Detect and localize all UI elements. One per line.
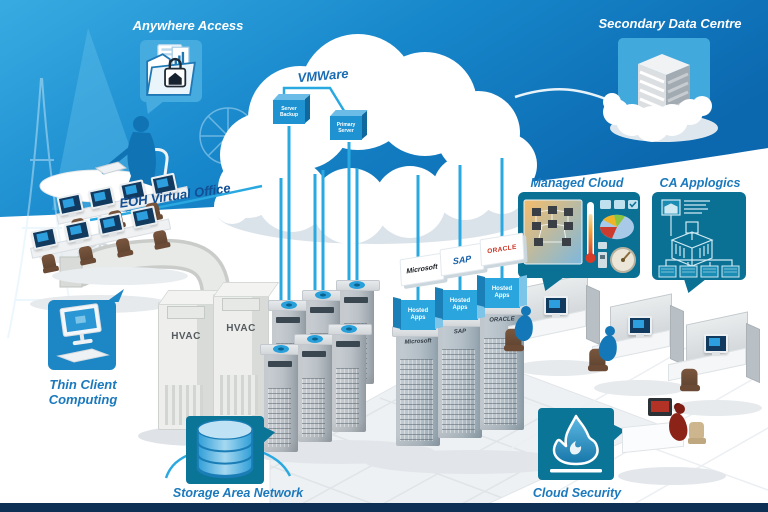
hosted-apps-label: Hosted Apps xyxy=(407,308,429,321)
anywhere-access-label: Anywhere Access xyxy=(132,18,244,33)
hosted-apps-box: Hosted Apps xyxy=(484,278,520,308)
folder-lock-icon xyxy=(146,44,196,96)
sap-rack-label: SAP xyxy=(453,328,467,336)
managed-cloud-panel xyxy=(518,192,640,278)
bottom-border-strip xyxy=(0,503,768,512)
thin-client-monitor-icon xyxy=(56,303,110,363)
desktop-monitor xyxy=(628,316,652,338)
secondary-data-centre-label: Secondary Data Centre xyxy=(598,16,742,31)
sap-logo: SAP xyxy=(452,253,472,266)
hvac-grille xyxy=(220,375,258,415)
pie-chart-icon xyxy=(600,214,634,240)
database-icon xyxy=(196,419,254,479)
anywhere-access-panel xyxy=(140,40,202,102)
rack-fan-icon xyxy=(315,291,331,299)
microsoft-rack-label: Microsoft xyxy=(404,338,432,346)
rack-fan-icon xyxy=(341,325,357,333)
office-worker xyxy=(596,326,622,364)
hvac-vent xyxy=(222,298,260,311)
ca-applogics-label: CA Applogics xyxy=(659,176,741,190)
hvac-unit: HVAC xyxy=(213,294,269,420)
firewall-flame-icon xyxy=(550,414,602,473)
rack-fan-icon xyxy=(349,281,365,289)
rack-fan-icon xyxy=(281,301,297,309)
hosted-apps-label: Hosted Apps xyxy=(491,286,513,299)
ca-applogics-panel xyxy=(652,192,746,280)
hvac-vent xyxy=(167,306,205,319)
primary-server-node: Primary Server xyxy=(330,116,362,140)
server-stack-diagram xyxy=(658,199,740,278)
oracle-logo: ORACLE xyxy=(487,243,517,256)
server-rack xyxy=(328,324,372,432)
managed-cloud-label: Managed Cloud xyxy=(530,176,624,190)
microsoft-logo: Microsoft xyxy=(406,263,438,276)
desktop-monitor xyxy=(544,296,568,318)
oracle-rack: ORACLE xyxy=(476,304,530,430)
hvac-unit: HVAC xyxy=(158,302,214,430)
sap-rack: SAP xyxy=(434,316,488,438)
cloud-security-label: Cloud Security xyxy=(532,486,622,500)
office-cubicle xyxy=(588,293,696,412)
office-cubicle xyxy=(668,311,768,430)
storage-area-network-label: Storage Area Network xyxy=(172,486,304,500)
office-chair xyxy=(680,368,700,402)
backup-server-node: Server Backup xyxy=(273,100,305,124)
hvac-label: HVAC xyxy=(171,331,201,342)
hacker-desk xyxy=(622,396,722,486)
hvac-label: HVAC xyxy=(226,323,256,334)
thin-client-label-line1: Thin Client xyxy=(49,377,117,392)
hosted-apps-box: Hosted Apps xyxy=(400,300,436,330)
rack-fan-icon xyxy=(307,335,323,343)
backup-server-label: Server Backup xyxy=(279,106,299,118)
thin-client-label-line2: Computing xyxy=(48,391,118,407)
thin-client-label: Thin Client Computing xyxy=(28,377,138,408)
desktop-monitor xyxy=(704,334,728,356)
office-worker xyxy=(512,306,538,344)
hacker-chair xyxy=(688,422,706,454)
hosted-apps-box: Hosted Apps xyxy=(442,290,478,320)
rack-fan-icon xyxy=(273,345,289,353)
thin-client-panel xyxy=(48,300,116,370)
microsoft-rack: Microsoft xyxy=(392,326,446,446)
cubicle-partition-side xyxy=(746,322,760,384)
hacker-figure xyxy=(666,404,692,444)
monitoring-dashboard xyxy=(523,199,638,273)
hosted-apps-label: Hosted Apps xyxy=(449,298,471,311)
storage-area-network-panel xyxy=(186,416,264,484)
server-rack xyxy=(294,334,338,442)
cloud-security-panel xyxy=(538,408,614,480)
office-cubicle xyxy=(504,273,612,392)
primary-server-label: Primary Server xyxy=(336,122,356,134)
